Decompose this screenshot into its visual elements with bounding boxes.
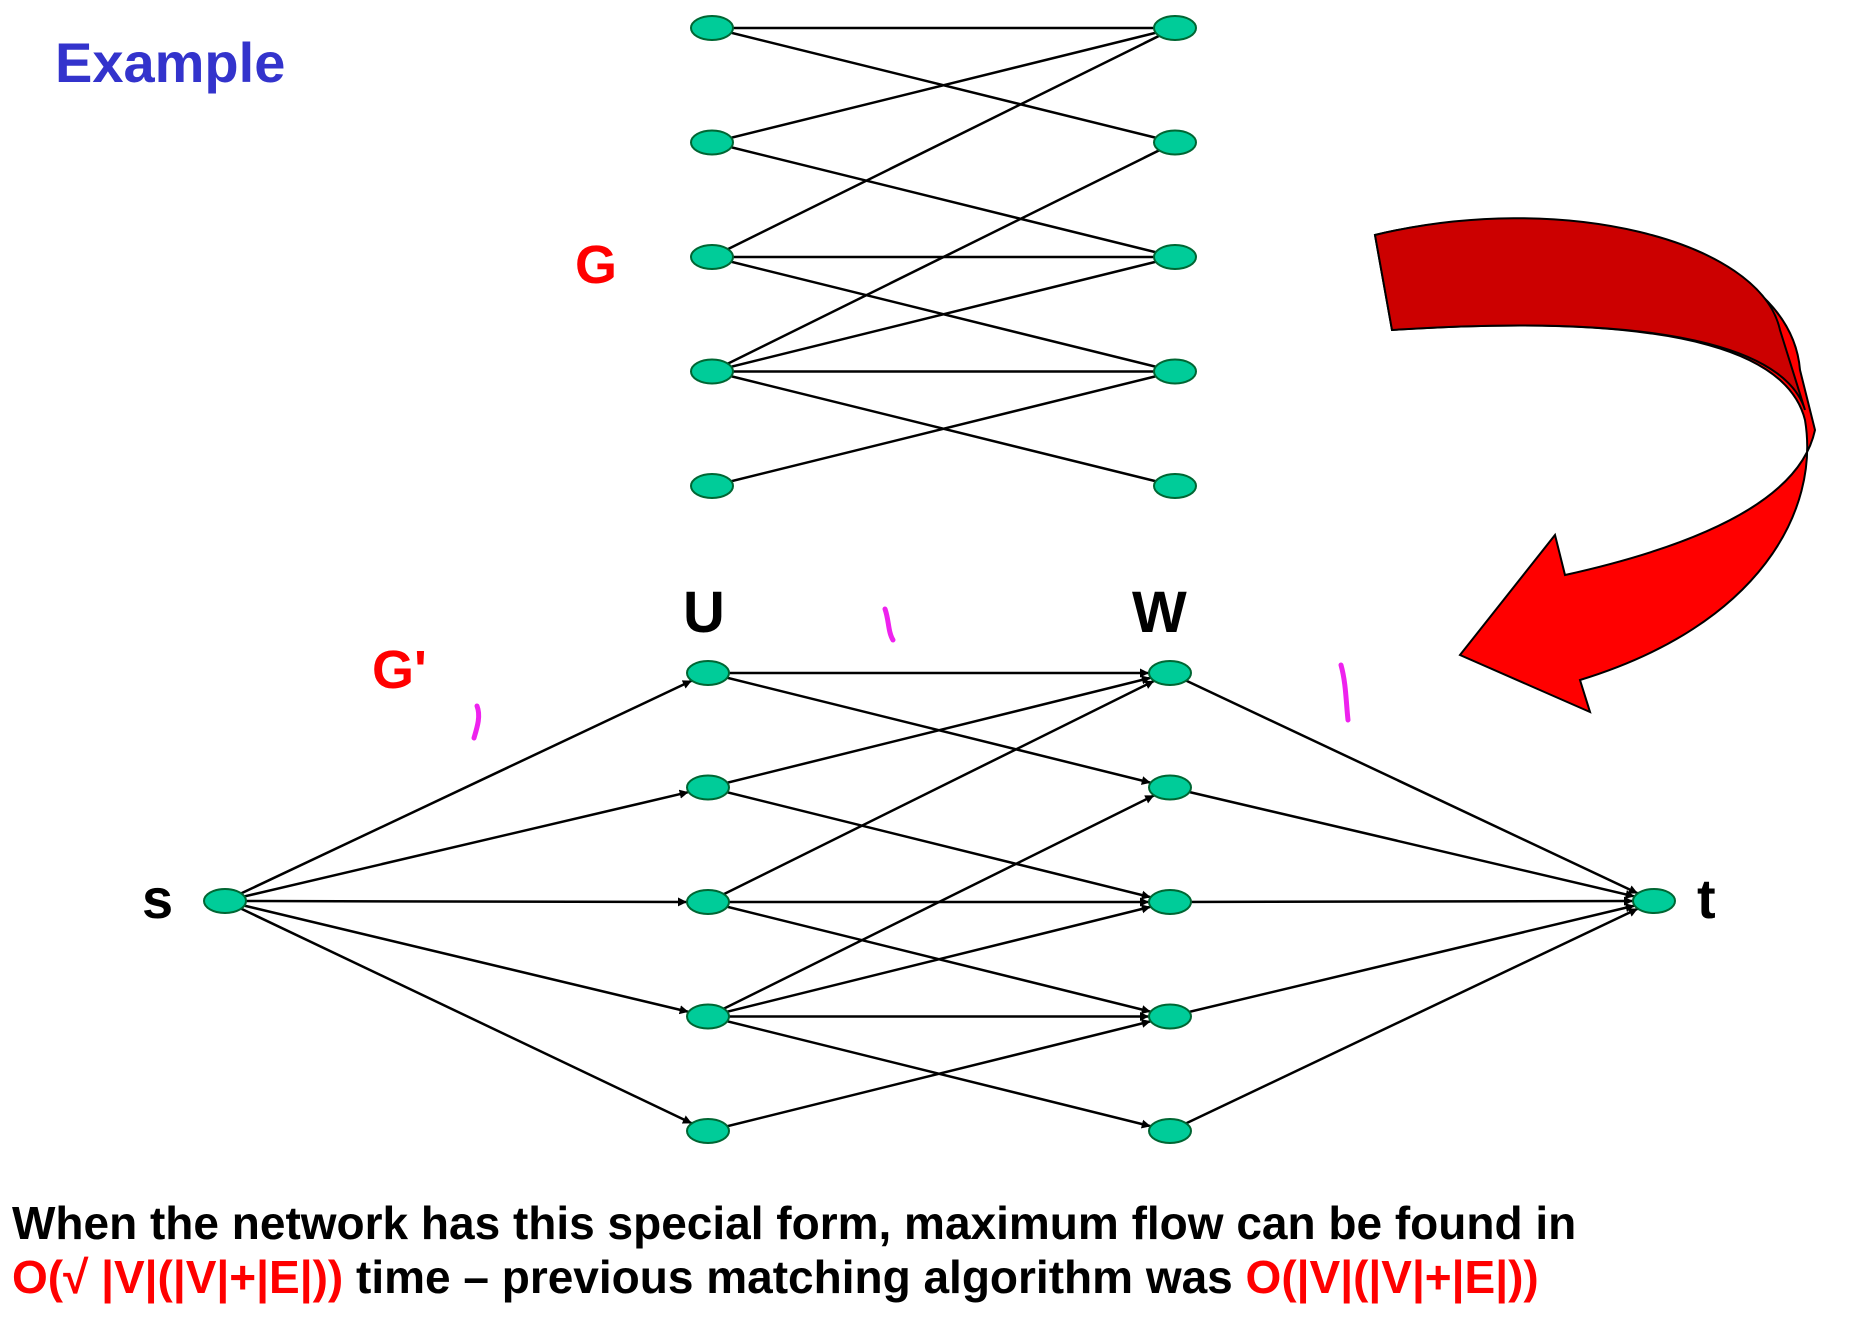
edge-u3-w4 bbox=[707, 900, 1152, 1014]
right-set-header: W bbox=[1132, 580, 1187, 645]
node-g-w4 bbox=[1153, 358, 1197, 385]
node-w4 bbox=[1148, 1003, 1192, 1030]
graph-gprime-label: G' bbox=[372, 640, 427, 700]
node-u4 bbox=[686, 1003, 730, 1030]
graph-g-edges bbox=[711, 26, 1176, 488]
source-label: s bbox=[142, 867, 173, 930]
node-w3 bbox=[1148, 889, 1192, 915]
node-g-u3 bbox=[690, 244, 734, 270]
graph-g-nodes bbox=[690, 15, 1197, 499]
node-g-w5 bbox=[1153, 473, 1197, 499]
edge-s-u1 bbox=[224, 679, 693, 903]
edge-g-u2-w1 bbox=[711, 26, 1176, 144]
node-u1 bbox=[686, 660, 730, 686]
footer-text: When the network has this special form, … bbox=[12, 1196, 1576, 1304]
edge-w1-t bbox=[1169, 671, 1639, 895]
edge-s-u3 bbox=[224, 897, 688, 907]
node-g-w1 bbox=[1153, 15, 1197, 41]
node-g-w3 bbox=[1153, 244, 1197, 270]
transform-arrow-fold bbox=[1373, 217, 1806, 411]
edge-u4-w5 bbox=[707, 1015, 1152, 1129]
edge-u2-w3 bbox=[707, 786, 1152, 900]
sink-label: t bbox=[1697, 867, 1716, 930]
edge-w5-t bbox=[1169, 907, 1639, 1133]
edge-u5-w4 bbox=[707, 1019, 1152, 1133]
capacity-mark-middle bbox=[882, 606, 896, 643]
graph-gprime-edges bbox=[224, 668, 1639, 1133]
complexity-new: O(√ |V|(|V|+|E|)) bbox=[12, 1251, 344, 1303]
page-title: Example bbox=[55, 31, 285, 94]
transform-arrow bbox=[1373, 217, 1817, 714]
node-g-u5 bbox=[690, 473, 734, 499]
node-g-w2 bbox=[1153, 129, 1197, 156]
edge-s-u5 bbox=[224, 899, 693, 1125]
edge-g-u4-w2 bbox=[711, 141, 1176, 373]
edge-w4-t bbox=[1169, 903, 1635, 1018]
node-source bbox=[203, 888, 247, 914]
edge-g-u5-w4 bbox=[711, 370, 1176, 488]
node-w2 bbox=[1148, 774, 1192, 801]
edge-u2-w1 bbox=[707, 675, 1152, 789]
edge-u3-w1 bbox=[707, 679, 1155, 904]
edge-s-u2 bbox=[224, 789, 689, 903]
graph-gprime-nodes bbox=[203, 660, 1676, 1144]
node-g-u1 bbox=[690, 15, 734, 41]
node-w1 bbox=[1148, 660, 1192, 686]
edge-s-u4 bbox=[224, 899, 689, 1015]
capacity-mark-source bbox=[471, 703, 482, 741]
footer-line-2: O(√ |V|(|V|+|E|)) time – previous matchi… bbox=[12, 1250, 1576, 1304]
node-w5 bbox=[1148, 1118, 1192, 1144]
node-u5 bbox=[686, 1118, 730, 1144]
edge-g-u2-w3 bbox=[711, 141, 1176, 259]
edge-u4-w2 bbox=[707, 794, 1155, 1018]
node-g-u2 bbox=[690, 129, 734, 156]
edge-w2-t bbox=[1169, 786, 1635, 899]
capacity-mark-sink bbox=[1338, 662, 1351, 723]
node-u3 bbox=[686, 889, 730, 915]
edge-g-u4-w3 bbox=[711, 255, 1176, 373]
edge-w3-t bbox=[1169, 896, 1634, 906]
node-g-u4 bbox=[690, 358, 734, 385]
capacity-marks bbox=[471, 606, 1351, 741]
edge-u4-w3 bbox=[707, 904, 1152, 1018]
edge-u1-w2 bbox=[707, 671, 1152, 785]
footer-line-2-middle: time – previous matching algorithm was bbox=[343, 1251, 1246, 1303]
edge-g-u3-w1 bbox=[711, 26, 1176, 259]
left-set-header: U bbox=[683, 580, 725, 645]
node-u2 bbox=[686, 774, 730, 801]
node-sink bbox=[1632, 888, 1676, 914]
complexity-old: O(|V|(|V|+|E|)) bbox=[1245, 1251, 1539, 1303]
footer-line-1: When the network has this special form, … bbox=[12, 1197, 1577, 1249]
graph-g-label: G bbox=[575, 235, 617, 295]
